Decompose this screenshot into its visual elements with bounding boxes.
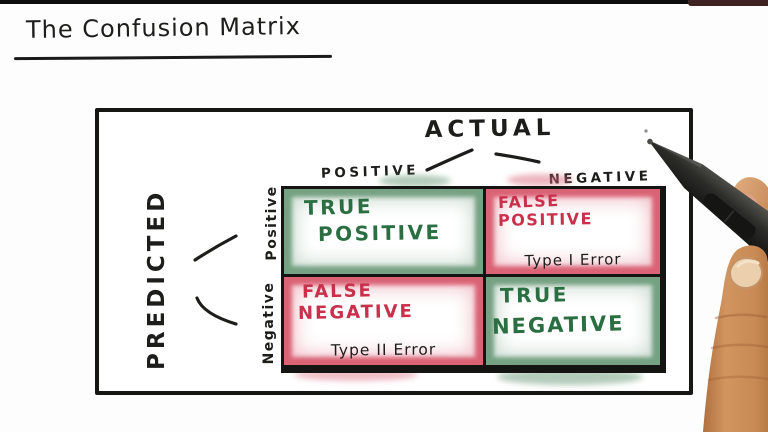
predicted-positive-stroke [193, 234, 238, 262]
knuckle-crease [710, 343, 768, 350]
letterbox-top-bar-accent [688, 0, 768, 6]
row-header-negative: Negative [261, 281, 277, 365]
cell-true-positive: TRUE POSITIVE [284, 189, 486, 277]
index-finger [703, 245, 768, 432]
actual-negative-stroke [494, 152, 541, 164]
cell-label: POSITIVE [317, 219, 442, 247]
predicted-negative-stroke [195, 296, 238, 326]
cell-label: NEGATIVE [297, 300, 415, 325]
cell-label: FALSE [301, 280, 374, 303]
cell-false-positive: FALSE POSITIVE Type I Error [486, 189, 660, 277]
knuckle-crease [714, 313, 768, 320]
knuckle-crease [707, 375, 768, 382]
stylus-pen-icon [647, 138, 768, 301]
predicted-axis-label: PREDICTED [144, 188, 170, 370]
pen-dot-mark [644, 129, 648, 133]
cell-true-negative: TRUE NEGATIVE [486, 277, 660, 365]
cell-label: FALSE [497, 190, 560, 213]
actual-positive-stroke [425, 148, 474, 172]
cell-note-type-2-error: Type II Error [330, 340, 437, 360]
row-header-positive: Positive [264, 185, 280, 261]
cell-false-negative: FALSE NEGATIVE Type II Error [284, 277, 486, 365]
confusion-matrix-grid: TRUE POSITIVE FALSE POSITIVE Type I Erro… [281, 186, 666, 373]
actual-axis-label: ACTUAL [424, 114, 556, 144]
cell-label: TRUE [303, 194, 374, 220]
column-header-positive: POSITIVE [320, 162, 420, 182]
pen-tip [647, 138, 653, 145]
title-underline [13, 54, 333, 61]
letterbox-top-bar [0, 0, 768, 4]
page-title: The Confusion Matrix [25, 12, 302, 44]
cell-label: TRUE [499, 282, 570, 308]
hand-with-stylus [644, 129, 768, 432]
cell-label: POSITIVE [497, 209, 594, 230]
